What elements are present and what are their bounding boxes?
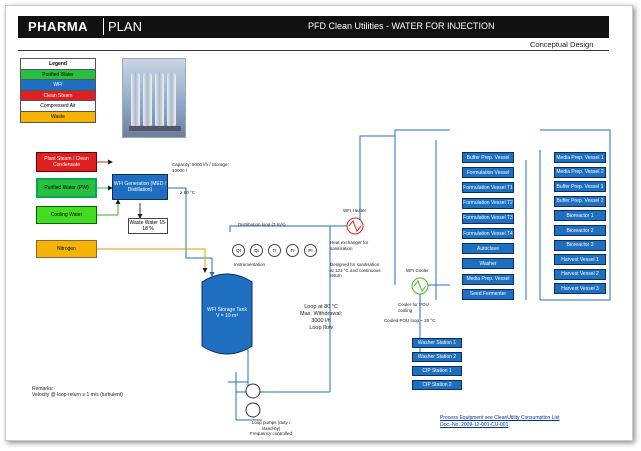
legend-item: Waste xyxy=(21,111,95,122)
loop-withdrawal-label: Max. Withdrawal: xyxy=(300,311,343,317)
consumer-box: Harvest Vessel 1 xyxy=(554,254,606,266)
consumer-box: Buffer Prep. Vessel xyxy=(462,152,514,163)
pou-note: Instrumentation xyxy=(234,262,266,267)
document-number-link[interactable]: Doc.-No. 2009-12-001-CU-001 xyxy=(440,422,509,428)
pumps-note-text-2: Frequency controlled xyxy=(249,431,293,436)
consumer-box: Autoclave xyxy=(462,243,514,255)
brand-logo: PHARMA xyxy=(28,19,89,34)
loop-conditions: Loop at 80 °C Max. Withdrawal: 3000 l/h … xyxy=(300,304,342,332)
instrument-bubble: FI xyxy=(286,244,299,257)
consumer-box: Washer Station 1 xyxy=(412,338,462,348)
consumer-box: Media Prep. Vessel 2 xyxy=(554,166,606,178)
legend-item: Clean Steam xyxy=(21,90,95,101)
consumer-box: Formulation Vessel xyxy=(462,167,514,179)
tank-volume: V = 10 m³ xyxy=(216,313,238,319)
remarks-text: Velocity @ loop return ≥ 1 m/s (turbulen… xyxy=(32,392,123,398)
purified-water-source: Purified Water (PW) xyxy=(36,178,97,198)
consumer-box: Buffer Prep. Vessel 1 xyxy=(554,181,606,193)
instrument-bubble: QI xyxy=(232,244,245,257)
legend-item: WFI xyxy=(21,80,95,91)
wfi-generation-unit: WFI Generation (MED / Distillation) xyxy=(112,174,168,200)
loop-note: Distribution loop (3 m/s) xyxy=(238,222,286,227)
tank-title: WFI Storage Tank xyxy=(207,307,247,313)
cooler-icon xyxy=(411,277,429,295)
brand-logo-suffix: PLAN xyxy=(108,19,142,34)
wfi-heater-label: WFI Heater xyxy=(343,208,367,213)
remarks-title: Remarks: xyxy=(32,386,54,392)
diagram-title: PFD Clean Utilities - WATER FOR INJECTIO… xyxy=(308,21,495,31)
consumption-list-link[interactable]: Process Equipment see CleanUtility Consu… xyxy=(440,415,560,421)
consumer-box: Media Prep. Vessel xyxy=(462,273,514,285)
nitrogen-source: Nitrogen xyxy=(36,240,97,258)
title-bar: PHARMA PLAN PFD Clean Utilities - WATER … xyxy=(18,16,609,38)
consumer-box: Harvest Vessel 2 xyxy=(554,268,606,280)
consumer-box: Bioreactor 3 xyxy=(554,239,606,251)
design-note: Designed for sanitisation at 121 °C and … xyxy=(330,262,381,278)
return-note: Cooled POU loop ~ 25 °C xyxy=(384,318,436,323)
consumer-box: Seed Fermenter xyxy=(462,288,514,300)
consumer-box: Formulation Vessel T1 xyxy=(462,182,514,194)
diagram-subtitle: Conceptual Design xyxy=(530,40,594,49)
loop-temp: Loop at 80 °C xyxy=(304,304,338,310)
brand-separator xyxy=(103,18,104,35)
heat-exchanger-icon xyxy=(346,217,364,235)
consumer-box: Formulation Vessel T2 xyxy=(462,197,514,209)
loop-flow-label: Loop flow xyxy=(309,325,333,331)
consumer-box: Formulation Vessel T4 xyxy=(462,228,514,239)
loop-withdrawal-value: 3000 l/h xyxy=(311,318,331,324)
consumer-box: Buffer Prep. Vessel 2 xyxy=(554,195,606,207)
consumer-box: Media Prep. Vessel 1 xyxy=(554,152,606,163)
page-frame xyxy=(5,5,633,441)
waste-water-box: Waste Water 15-18 % xyxy=(128,218,168,234)
consumer-box: CIP Station 1 xyxy=(412,366,462,376)
pumps-note-text: Loop pumps (duty / stand-by) xyxy=(251,420,291,431)
wfi-generation-note: Capacity: 5000 l/h / Storage: 10000 l xyxy=(172,162,229,173)
wfi-heater-note: Heat exchanger for sanitisation xyxy=(330,240,369,251)
wfi-cooler-note: Cooler for POU cooling xyxy=(398,302,429,313)
consumer-box: Formulation Vessel T3 xyxy=(462,212,514,224)
legend-item: Legend xyxy=(21,59,95,70)
instrument-bubble: PI xyxy=(304,244,317,257)
consumer-box: Washer xyxy=(462,258,514,270)
header-rule xyxy=(18,50,609,51)
wfi-storage-tank xyxy=(201,273,253,355)
legend-item: Compressed Air xyxy=(21,101,95,112)
wfi-cooler-label: WFI Cooler xyxy=(406,268,429,273)
legend-item: Purified Water xyxy=(21,69,95,80)
consumer-box: Washer Station 2 xyxy=(412,352,462,362)
instrument-bubble: TI xyxy=(268,244,281,257)
pumps-note: Loop pumps (duty / stand-by)Frequency co… xyxy=(246,420,296,437)
consumer-box: Bioreactor 2 xyxy=(554,225,606,236)
cooling-water-source: Cooling Water xyxy=(36,206,97,224)
consumer-box: Harvest Vessel 3 xyxy=(554,283,606,295)
instrument-bubble: QI xyxy=(250,244,263,257)
consumer-box: Bioreactor 1 xyxy=(554,210,606,222)
wfi-generation-temp: ≥ 80 °C xyxy=(180,190,196,195)
consumer-box: CIP Station 2 xyxy=(412,380,462,390)
plant-steam-source: Plant Steam / Clean Condensate xyxy=(36,152,97,172)
loop-pumps-icon xyxy=(245,383,261,418)
wfi-still-photo xyxy=(122,58,186,138)
